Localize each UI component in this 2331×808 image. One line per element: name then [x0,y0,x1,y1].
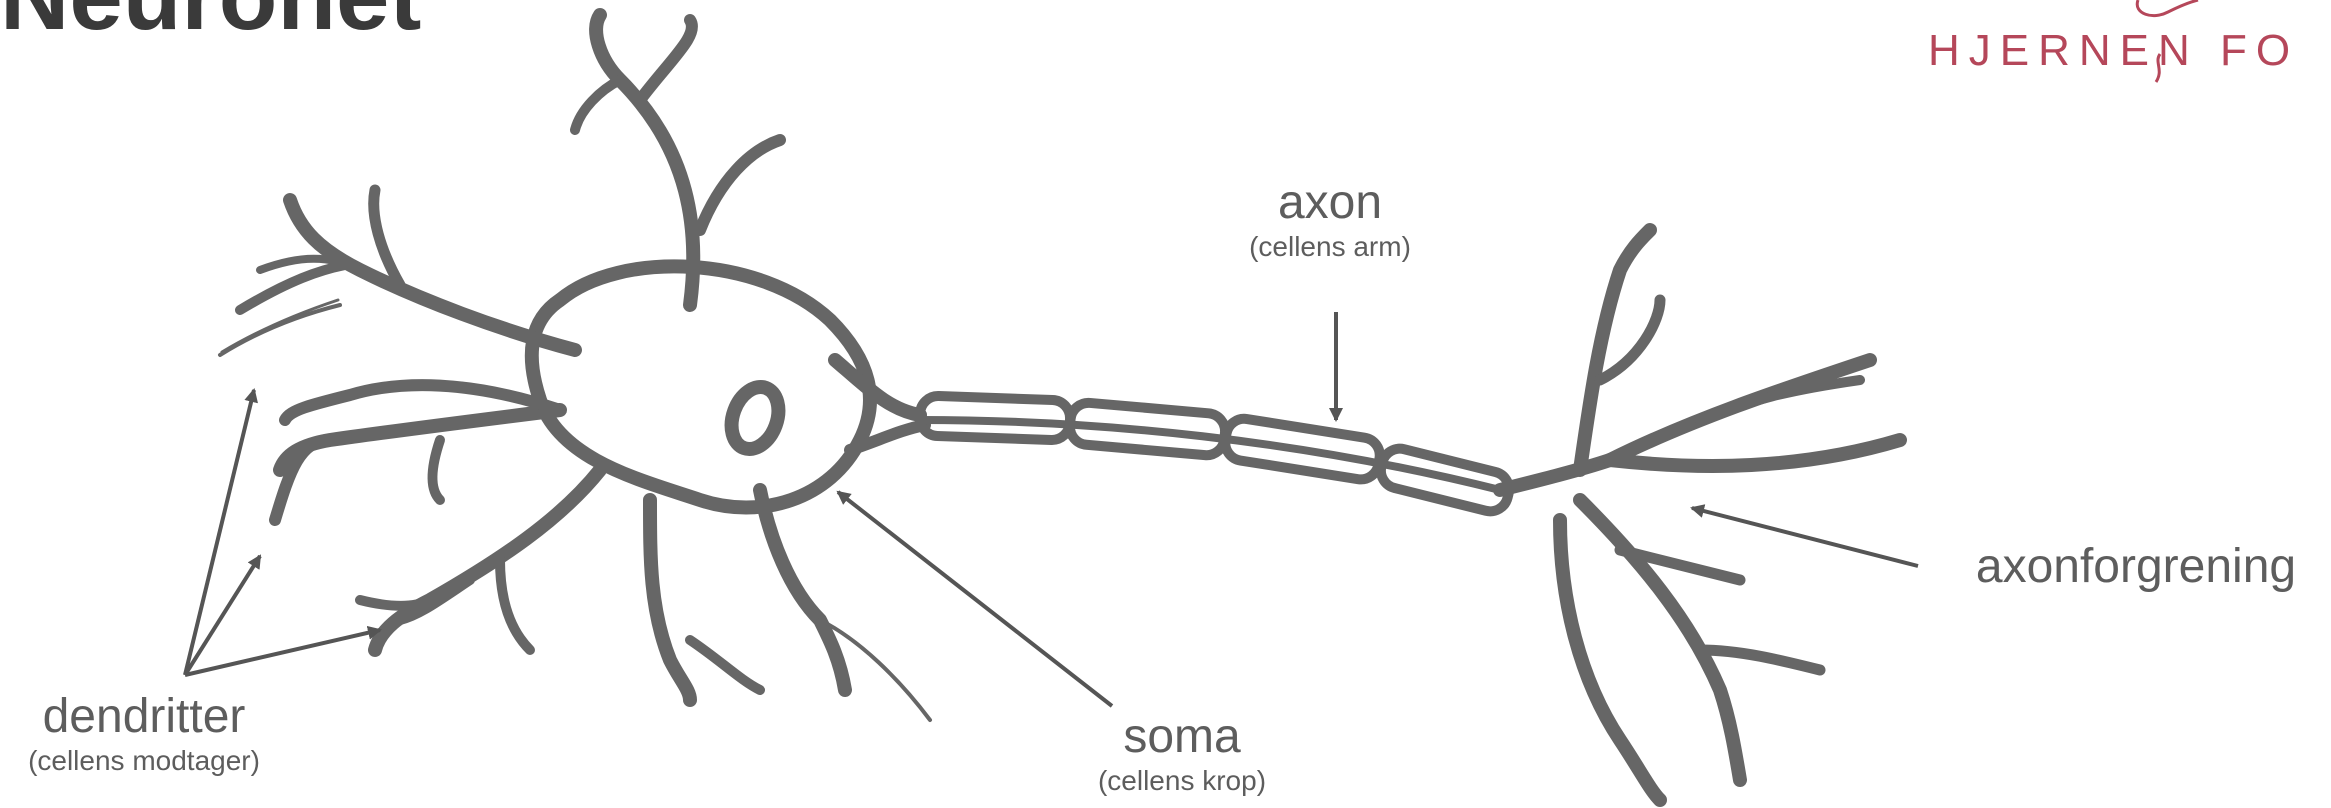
label-axon-main: axon [1249,176,1411,230]
nucleus [723,380,786,455]
soma-body [532,266,870,507]
myelin-sheath [919,395,1513,515]
label-dendritter: dendritter (cellens modtager) [28,690,260,778]
arrow-dendrite-bottom [185,630,380,675]
arrow-axonforgrening [1692,508,1918,566]
label-axonforgrening: axonforgrening [1976,540,2296,594]
label-axon: axon (cellens arm) [1249,176,1411,264]
label-soma-sub: (cellens krop) [1098,764,1266,798]
label-soma-main: soma [1098,710,1266,764]
neuron-shape [220,15,1900,800]
arrow-soma [838,492,1112,706]
label-soma: soma (cellens krop) [1098,710,1266,798]
label-dendritter-main: dendritter [28,690,260,744]
arrow-dendrite-top [185,390,254,675]
label-axon-sub: (cellens arm) [1249,230,1411,264]
label-axonforgrening-main: axonforgrening [1976,540,2296,594]
pointer-arrows [185,312,1918,706]
label-dendritter-sub: (cellens modtager) [28,744,260,778]
arrow-dendrite-middle [185,556,260,675]
